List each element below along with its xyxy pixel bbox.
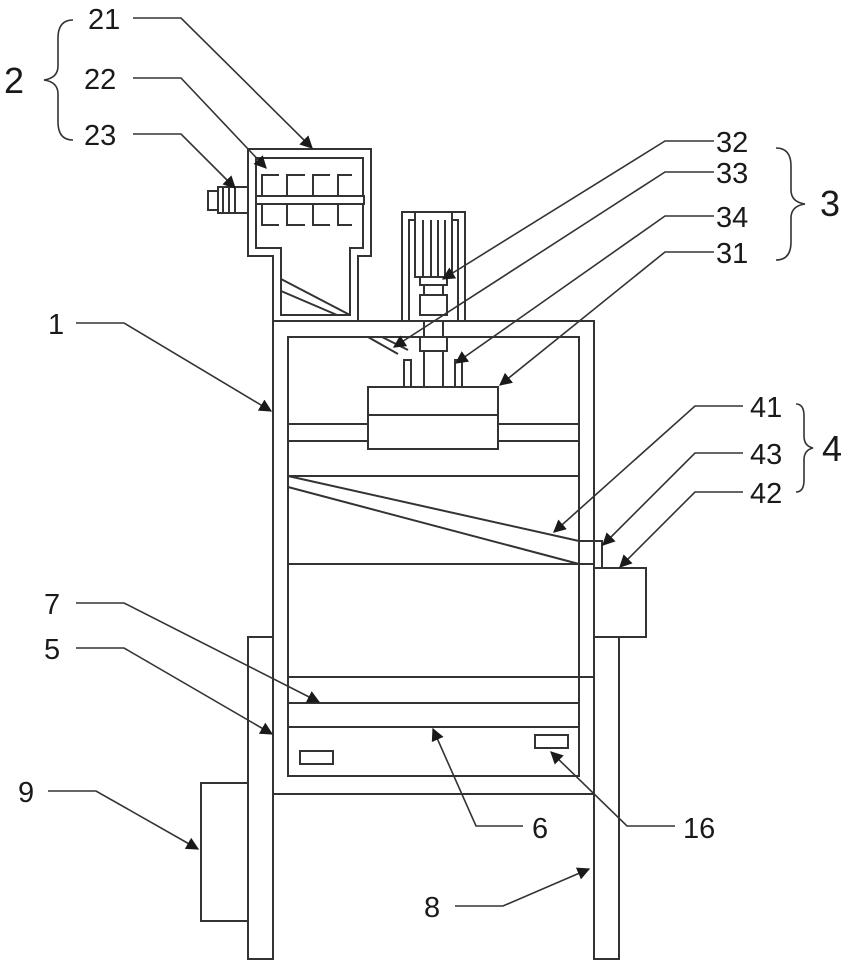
collection-drawer xyxy=(288,727,579,776)
label-41: 41 xyxy=(750,392,782,424)
label-43: 43 xyxy=(750,439,782,471)
label-7: 7 xyxy=(44,589,60,621)
label-22: 22 xyxy=(84,64,116,96)
label-31: 31 xyxy=(716,238,748,270)
label-9: 9 xyxy=(18,777,34,809)
label-5: 5 xyxy=(44,634,60,666)
label-1: 1 xyxy=(48,309,64,341)
label-8: 8 xyxy=(424,892,440,924)
label-6: 6 xyxy=(532,813,548,845)
leader-lines xyxy=(48,18,743,906)
label-34: 34 xyxy=(716,202,748,234)
stirring-shaft xyxy=(256,175,364,225)
label-33: 33 xyxy=(716,158,748,190)
label-4: 4 xyxy=(822,428,842,469)
drive-shaft xyxy=(404,321,462,387)
label-16: 16 xyxy=(683,813,715,845)
feed-chute xyxy=(368,337,408,354)
label-42: 42 xyxy=(750,478,782,510)
filter-plate xyxy=(288,677,594,703)
part-labels: 21 22 23 2 32 33 34 31 3 1 41 43 42 4 7 … xyxy=(4,4,842,924)
side-box xyxy=(201,783,248,921)
drive-motor xyxy=(415,212,452,315)
stirring-motor xyxy=(208,187,248,213)
label-2: 2 xyxy=(4,60,24,101)
label-21: 21 xyxy=(88,4,120,36)
crushing-disc xyxy=(288,387,579,449)
label-23: 23 xyxy=(84,120,116,152)
screen-section xyxy=(288,476,646,637)
label-32: 32 xyxy=(716,127,748,159)
label-3: 3 xyxy=(820,183,840,224)
